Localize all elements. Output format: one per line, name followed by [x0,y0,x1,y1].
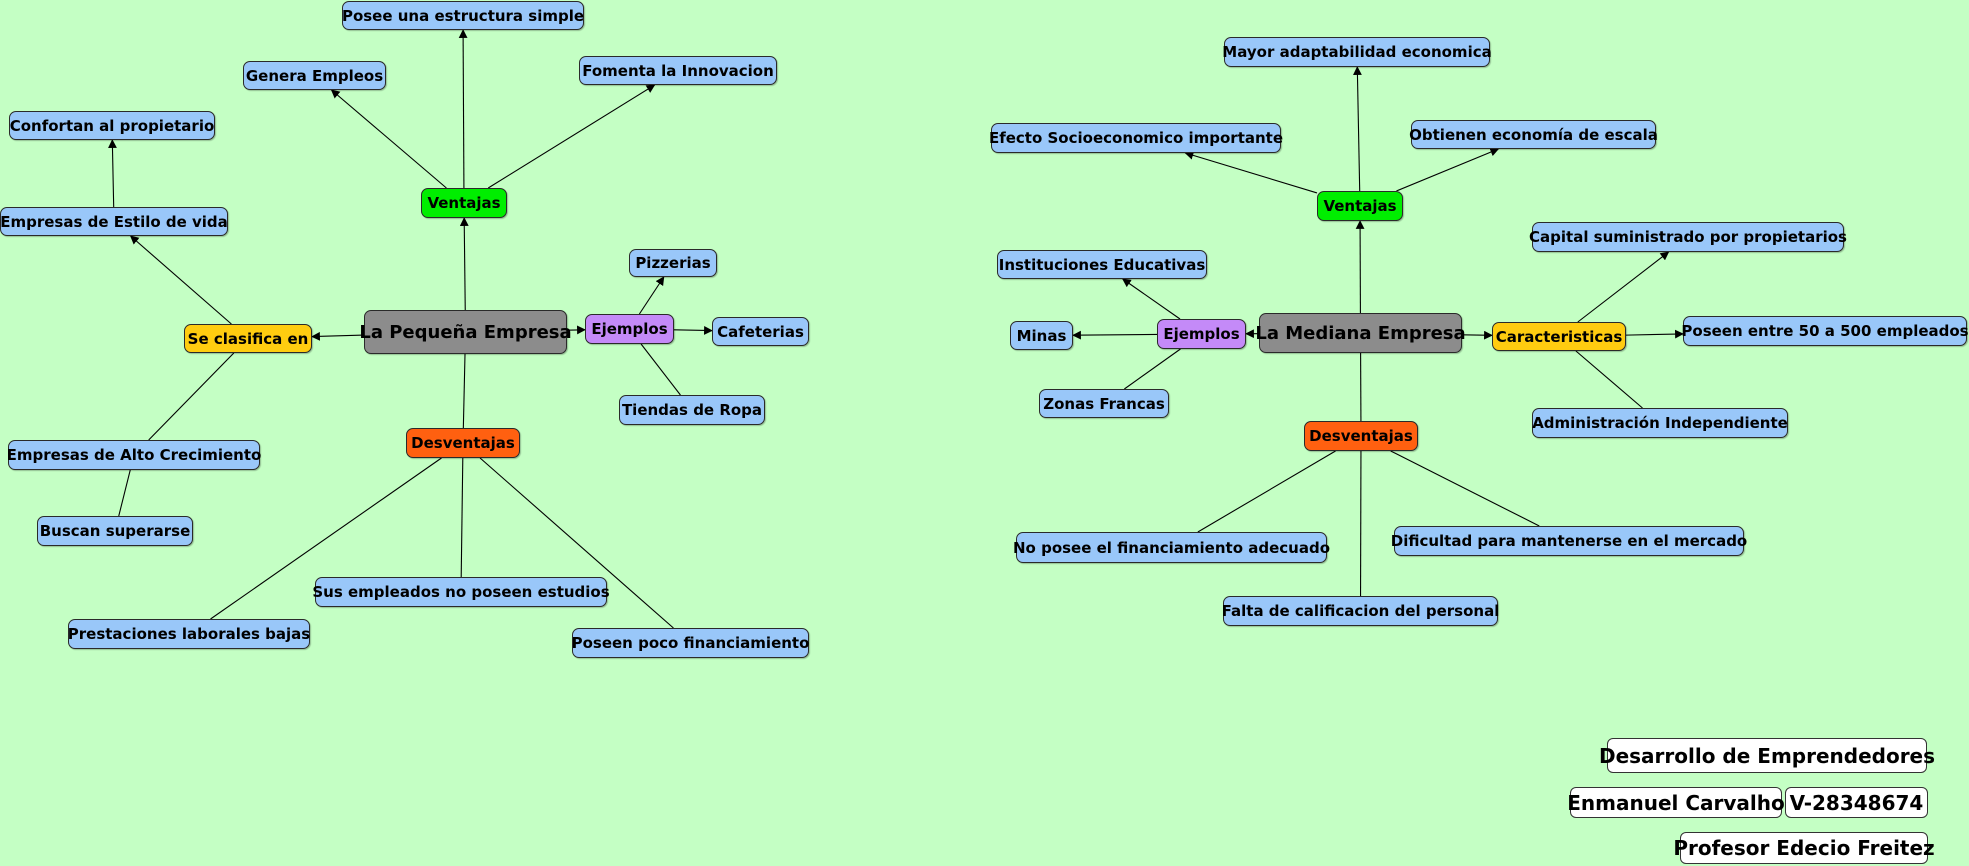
link-n-p-d-to-n-p-d2 [460,457,464,578]
link-n-m-e-to-n-m-e2 [1072,330,1158,340]
leaf-capital-propietarios[interactable]: Capital suministrado por propietarios [1529,222,1847,252]
leaf-pizzerias[interactable]: Pizzerias [629,249,717,277]
link-n-p-d-to-n-p-d1 [210,457,442,620]
leaf-empleados-50-500[interactable]: Poseen entre 50 a 500 empleados [1681,316,1969,346]
link-n-p-e-to-n-p-e3 [640,343,681,396]
link-n-p-root-to-n-p-d [462,353,466,429]
link-n-p-root-to-n-p-c [311,331,365,341]
leaf-buscan-superarse[interactable]: Buscan superarse [37,516,193,546]
link-n-m-e-to-n-m-e3 [1124,348,1181,390]
branch-ventajas-pequena[interactable]: Ventajas [421,188,507,218]
leaf-poco-financiamiento[interactable]: Poseen poco financiamiento [572,628,809,658]
link-n-p-v-to-n-p-v3 [487,84,656,189]
leaf-minas[interactable]: Minas [1010,321,1073,350]
link-n-p-c-to-n-p-c3 [148,352,235,441]
leaf-administracion-independiente[interactable]: Administración Independiente [1532,408,1788,438]
leaf-empleados-sin-estudios[interactable]: Sus empleados no poseen estudios [312,577,610,607]
professor-name: Profesor Edecio Freitez [1673,832,1935,864]
link-n-m-root-to-n-m-c [1461,330,1493,340]
leaf-instituciones-educativas[interactable]: Instituciones Educativas [997,250,1207,279]
leaf-economia-de-escala[interactable]: Obtienen economía de escala [1409,120,1658,149]
link-n-p-e-to-n-p-e1 [638,276,665,315]
link-n-m-d-to-n-m-d1 [1197,450,1336,533]
link-n-m-c-to-n-m-c3 [1575,350,1643,409]
leaf-estructura-simple[interactable]: Posee una estructura simple [342,1,584,30]
leaf-efecto-socioeconomico[interactable]: Efecto Socioeconomico importante [989,123,1283,153]
root-mediana-empresa[interactable]: La Mediana Empresa [1255,313,1466,353]
link-n-m-e-to-n-m-e1 [1122,278,1181,320]
link-n-m-c-to-n-m-c1 [1577,251,1670,323]
link-n-m-v-to-n-m-v3 [1396,147,1500,192]
leaf-prestaciones-bajas[interactable]: Prestaciones laborales bajas [68,619,310,649]
leaf-confortan-propietario[interactable]: Confortan al propietario [9,111,215,140]
link-n-p-e-to-n-p-e2 [673,326,713,335]
branch-se-clasifica-en[interactable]: Se clasifica en [184,324,312,353]
branch-desventajas-mediana[interactable]: Desventajas [1304,421,1418,451]
leaf-genera-empleos[interactable]: Genera Empleos [243,61,386,90]
author-id: V-28348674 [1785,787,1928,818]
link-n-p-root-to-n-p-v [459,217,469,311]
leaf-mantenerse-mercado[interactable]: Dificultad para mantenerse en el mercado [1391,526,1747,556]
leaf-adaptabilidad-economica[interactable]: Mayor adaptabilidad economica [1222,37,1492,67]
link-n-p-c3-to-n-p-c4 [118,469,131,517]
branch-ventajas-mediana[interactable]: Ventajas [1317,191,1403,221]
link-n-p-v-to-n-p-v1 [458,29,468,189]
leaf-financiamiento-adecuado[interactable]: No posee el financiamiento adecuado [1013,532,1330,563]
course-title: Desarrollo de Emprendedores [1599,738,1935,773]
branch-ejemplos-pequena[interactable]: Ejemplos [585,314,674,344]
root-pequena-empresa[interactable]: La Pequeña Empresa [359,310,572,354]
link-n-m-v-to-n-m-v1 [1353,66,1362,192]
link-n-p-d-to-n-p-d3 [479,457,674,629]
link-n-m-c-to-n-m-c2 [1625,329,1684,339]
leaf-zonas-francas[interactable]: Zonas Francas [1039,389,1169,418]
branch-caracteristicas[interactable]: Caracteristicas [1492,322,1626,351]
link-n-p-c-to-n-p-c1 [129,235,232,325]
leaf-fomenta-innovacion[interactable]: Fomenta la Innovacion [579,56,777,85]
leaf-estilo-de-vida[interactable]: Empresas de Estilo de vida [0,207,228,236]
author-name: Enmanuel Carvalho [1567,787,1785,818]
link-n-p-c1-to-n-p-c2 [108,139,117,208]
branch-ejemplos-mediana[interactable]: Ejemplos [1157,319,1246,349]
leaf-calificacion-personal[interactable]: Falta de calificacion del personal [1222,596,1499,626]
leaf-alto-crecimiento[interactable]: Empresas de Alto Crecimiento [7,440,261,470]
link-n-m-d-to-n-m-d3 [1390,450,1540,527]
leaf-cafeterias[interactable]: Cafeterias [712,317,809,346]
branch-desventajas-pequena[interactable]: Desventajas [406,428,520,458]
link-n-p-v-to-n-p-v2 [330,89,447,189]
link-n-m-v-to-n-m-v2 [1184,151,1318,194]
leaf-tiendas-de-ropa[interactable]: Tiendas de Ropa [619,395,765,425]
